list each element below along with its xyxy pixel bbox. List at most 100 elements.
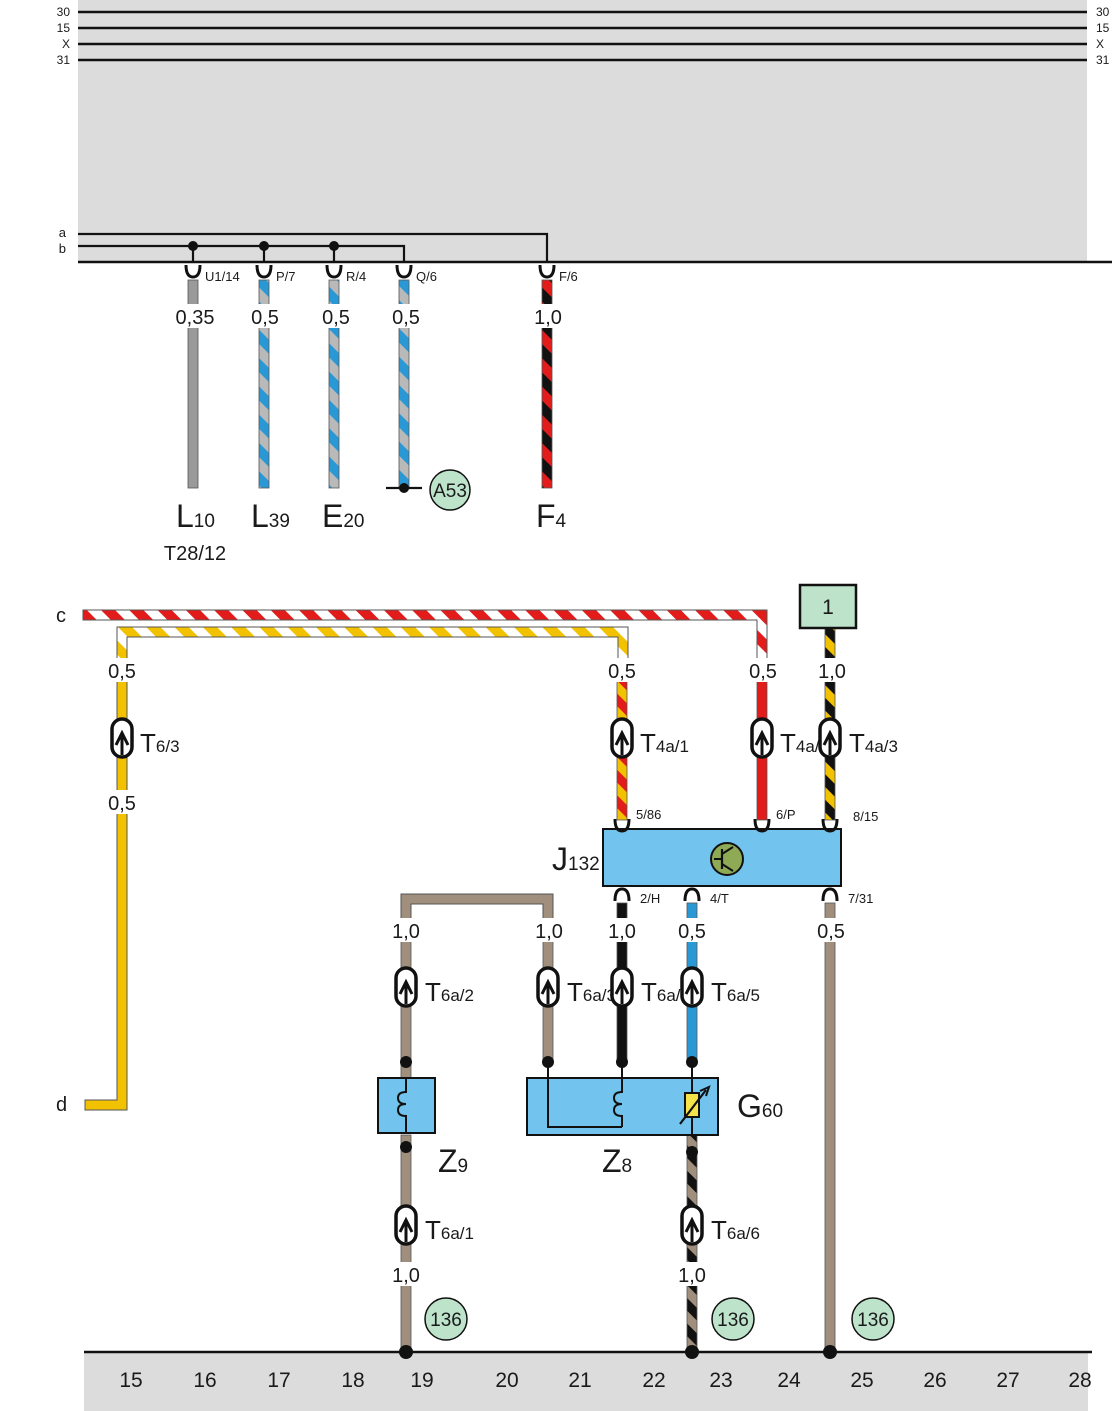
wire-f4 [541, 279, 553, 489]
ground-badge [424, 1297, 468, 1341]
ground-badge-label: 136 [857, 1310, 889, 1331]
connector-t4a-3-icon [818, 717, 842, 759]
connector-t6a-2-label: T6a/2 [425, 977, 474, 1007]
relay-box-1 [798, 583, 858, 630]
connector-t4a-1-label: T4a/1 [640, 728, 689, 758]
gauge-label: 0,5 [251, 307, 279, 329]
component-j132-label: J132 [552, 841, 600, 877]
pin-label: R/4 [346, 269, 366, 284]
rail-label-left: 15 [57, 21, 71, 35]
connector-t6a-3-icon [536, 966, 560, 1008]
column-number: 23 [709, 1369, 732, 1392]
connector-t6a-5-icon [680, 966, 704, 1008]
connector-t6a-6-icon [680, 1204, 704, 1246]
gauge-label: 0,5 [749, 661, 777, 683]
pin-label: 4/T [710, 891, 729, 906]
connector-t6a-4-icon [610, 966, 634, 1008]
gauge-label: 1,0 [392, 921, 420, 943]
gauge-label: 0,5 [108, 661, 136, 683]
wire-yellow-white [116, 626, 629, 681]
central-panel [78, 0, 1087, 262]
column-number: 19 [410, 1369, 433, 1392]
pin-label: P/7 [276, 269, 296, 284]
bus-label-c: c [56, 605, 66, 627]
component-z9-label: Z9 [438, 1143, 468, 1179]
pin-label: U1/14 [205, 269, 240, 284]
transistor-icon [710, 842, 744, 876]
component-f4: F4 [536, 498, 567, 534]
wire-e20 [328, 279, 340, 489]
pin-label: 2/H [640, 891, 660, 906]
pin-label: 5/86 [636, 807, 661, 822]
heating-element-icon [612, 1062, 623, 1127]
connector-t6-3-icon [110, 717, 134, 759]
rail-label-left: X [62, 37, 70, 51]
rail-label-left: 31 [57, 53, 71, 67]
wire-bridge-brown [400, 893, 554, 921]
component-z8-label: Z8 [602, 1143, 632, 1179]
z8-internal-wiring [547, 1062, 622, 1128]
bus-junctions [188, 241, 339, 251]
bus-label-d: d [56, 1094, 67, 1116]
gauge-label: 1,0 [534, 307, 562, 329]
ground-junctions [399, 1345, 837, 1359]
gauge-label: 0,5 [108, 793, 136, 815]
column-number: 28 [1068, 1369, 1091, 1392]
component-e20: E20 [322, 498, 364, 534]
connector-t4a-3-label: T4a/3 [849, 728, 898, 758]
pin-label: 8/15 [853, 809, 878, 824]
gauge-label: 0,5 [817, 921, 845, 943]
rail-label-right: 30 [1096, 5, 1110, 19]
bus-label-b: b [59, 241, 66, 256]
ground-badge-label: 136 [430, 1310, 462, 1331]
component-l10: L10 [176, 498, 215, 534]
pin-label: 7/31 [848, 891, 873, 906]
column-number: 20 [495, 1369, 518, 1392]
connector-t4a-1-icon [610, 717, 634, 759]
ground-badge [851, 1297, 895, 1341]
connector-t6a-2-icon [394, 966, 418, 1008]
box-1-label: 1 [822, 596, 834, 619]
column-number: 27 [996, 1369, 1019, 1392]
rails [78, 10, 1087, 62]
column-number: 16 [193, 1369, 216, 1392]
column-number: 15 [119, 1369, 142, 1392]
rail-label-right: 31 [1096, 53, 1110, 67]
gauge-label: 0,5 [322, 307, 350, 329]
rail-label-right: X [1096, 37, 1104, 51]
rail-label-right: 15 [1096, 21, 1110, 35]
component-g60-label: G60 [737, 1088, 783, 1124]
wire-l10 [187, 279, 199, 489]
gauge-label: 0,35 [176, 307, 215, 329]
column-number: 26 [923, 1369, 946, 1392]
gauge-label: 1,0 [678, 1265, 706, 1287]
gauge-label: 0,5 [392, 307, 420, 329]
connector-t6-3-label: T6/3 [140, 728, 180, 758]
ground-badge [711, 1297, 755, 1341]
gauge-label: 1,0 [535, 921, 563, 943]
column-number: 24 [777, 1369, 801, 1392]
heating-element-icon [396, 1078, 407, 1133]
ground-strip [84, 1352, 1088, 1411]
pin-label: 6/P [776, 807, 796, 822]
bus-lines [78, 232, 549, 262]
connector-t6a-1-label: T6a/1 [425, 1215, 474, 1245]
connector-t6a-3-label: T6a/3 [567, 977, 616, 1007]
pin-label: F/6 [559, 269, 578, 284]
connector-t6a-1-icon [394, 1204, 418, 1246]
gauge-label: 1,0 [608, 921, 636, 943]
variable-resistor-icon [679, 1062, 711, 1135]
wire-j7-ground [824, 902, 836, 1351]
wire-c [82, 609, 768, 681]
connector-t4a-2-icon [750, 717, 774, 759]
connector-t28-12-label: T28/12 [164, 543, 226, 565]
badge-a53 [429, 469, 471, 511]
gauge-label: 0,5 [678, 921, 706, 943]
connector-t6a-6-label: T6a/6 [711, 1215, 760, 1245]
gauge-label: 0,5 [608, 661, 636, 683]
bus-label-a: a [59, 225, 67, 240]
component-l39: L39 [251, 498, 290, 534]
ground-badge-label: 136 [717, 1310, 749, 1331]
